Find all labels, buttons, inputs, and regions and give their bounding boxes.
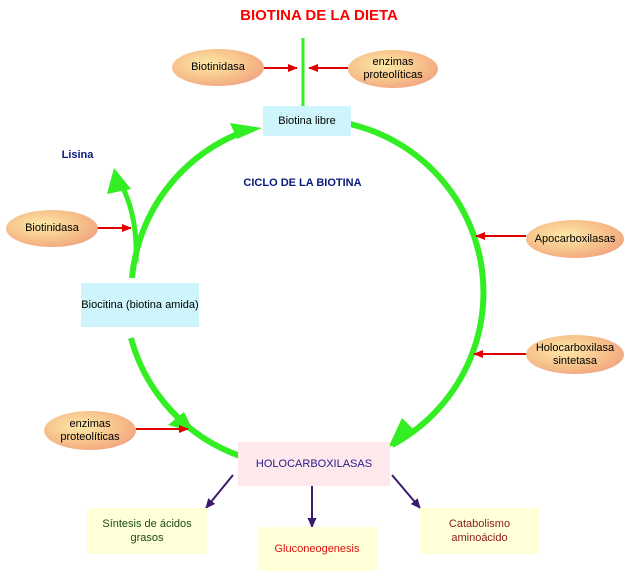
oval-biotinidasa-left: Biotinidasa (6, 210, 98, 247)
page-title: BIOTINA DE LA DIETA (240, 7, 398, 24)
oval-apocarboxilasas: Apocarboxilasas (526, 220, 624, 258)
oval-enzimas-left: enzimas proteolíticas (44, 411, 136, 450)
cycle-arc-left-upper (129, 127, 249, 279)
output-catabolismo: Catabolismo aminoácido (420, 508, 539, 554)
oval-enzimas-top: enzimas proteolíticas (348, 50, 438, 88)
cycle-arc-right (349, 121, 487, 448)
box-biocitina: Biocitina (biotina amida) (81, 283, 199, 327)
lisina-branch (117, 180, 139, 263)
box-biotina-libre: Biotina libre (263, 106, 351, 136)
cycle-title: CICLO DE LA BIOTINA (243, 177, 362, 189)
lisina-label: Lisina (61, 149, 94, 161)
output-arrow-catabolismo (391, 474, 421, 509)
oval-biotinidasa-top: Biotinidasa (172, 49, 264, 86)
output-gluconeogenesis: Gluconeogenesis (257, 527, 377, 571)
box-holocarboxilasas: HOLOCARBOXILASAS (238, 442, 390, 486)
output-arrow-sintesis (205, 474, 234, 509)
cycle-arrowhead-right (388, 418, 416, 448)
lisina-arrowhead (107, 168, 131, 194)
oval-holocarboxilasa-sintetasa: Holocarboxilasa sintetasa (526, 335, 624, 374)
output-sintesis: Síntesis de ácidos grasos (87, 508, 207, 554)
cycle-arc-left-lower (128, 337, 242, 459)
cycle-arrowhead-top (230, 123, 262, 139)
